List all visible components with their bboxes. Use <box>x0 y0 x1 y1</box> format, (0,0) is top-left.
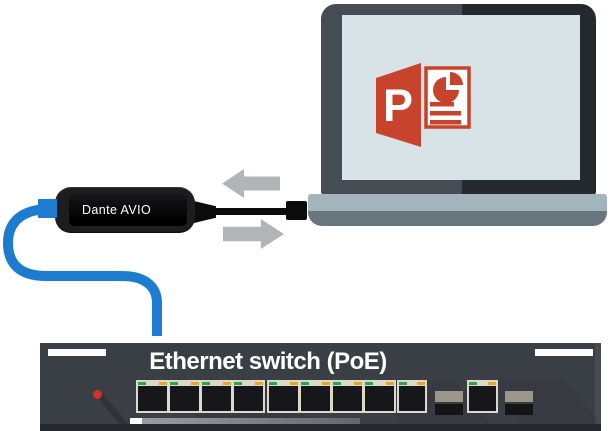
right-arrow-icon <box>223 219 284 249</box>
ethernet-port <box>234 382 263 411</box>
adapter-label: Dante AVIO <box>82 203 152 217</box>
activity-led <box>159 382 167 385</box>
powerpoint-icon: P <box>376 63 471 147</box>
switch-bottom-edge <box>40 424 601 431</box>
port-opening <box>333 386 362 411</box>
port-opening <box>138 386 167 411</box>
port-led-row <box>333 382 362 386</box>
left-arrow-icon <box>222 169 280 198</box>
ethernet-port <box>333 382 362 411</box>
ethernet-port <box>301 382 330 411</box>
port-led-row <box>170 382 199 386</box>
port-opening <box>269 386 298 411</box>
activity-led <box>191 382 199 385</box>
power-led <box>93 390 102 399</box>
ethernet-port <box>170 382 199 411</box>
powerpoint-flag-shape <box>376 63 421 147</box>
port-opening <box>301 386 330 411</box>
link-led <box>469 382 477 385</box>
activity-led <box>223 382 231 385</box>
port-led-row <box>365 382 394 386</box>
activity-led <box>386 382 394 385</box>
activity-led <box>417 382 425 385</box>
uplink-port <box>397 380 427 413</box>
slide-text-line <box>430 120 461 125</box>
label-strip <box>130 418 360 424</box>
port-opening <box>234 386 263 411</box>
link-led <box>301 382 309 385</box>
slide-text-line <box>430 111 461 116</box>
port-opening <box>202 386 231 411</box>
port-group <box>136 380 265 413</box>
sfp-slot-cover <box>435 391 463 402</box>
ethernet-port <box>202 382 231 411</box>
vent-bar-right <box>535 349 593 356</box>
pie-chart-slice <box>450 72 463 85</box>
activity-led <box>255 382 263 385</box>
sfp-slot-cover <box>505 391 533 402</box>
port-led-row <box>138 382 167 386</box>
uplink-port <box>467 380 498 413</box>
activity-led <box>290 382 298 385</box>
port-led-row <box>202 382 231 386</box>
label-strip-notch <box>130 418 142 424</box>
sfp-slot-opening <box>435 404 463 415</box>
sfp-slot-opening <box>505 404 533 415</box>
port-opening <box>399 386 425 411</box>
ethernet-port <box>399 382 425 411</box>
ethernet-port <box>138 382 167 411</box>
switch-label: Ethernet switch (PoE) <box>149 348 387 375</box>
port-led-row <box>399 382 425 386</box>
switch-edge-highlight <box>595 343 601 431</box>
sfp-slot <box>435 391 463 415</box>
port-led-row <box>301 382 330 386</box>
laptop-screen: P <box>342 15 580 180</box>
ethernet-switch: Ethernet switch (PoE) <box>40 343 601 431</box>
activity-led <box>354 382 362 385</box>
link-led <box>269 382 277 385</box>
usb-plug <box>286 201 307 220</box>
vent-bar-left <box>48 349 106 356</box>
port-group <box>267 380 396 413</box>
link-led <box>365 382 373 385</box>
link-led <box>399 382 407 385</box>
port-opening <box>469 386 496 411</box>
slide-text-line <box>430 102 454 107</box>
link-led <box>234 382 242 385</box>
link-led <box>333 382 341 385</box>
activity-led <box>322 382 330 385</box>
port-opening <box>170 386 199 411</box>
ethernet-port <box>469 382 496 411</box>
port-opening <box>365 386 394 411</box>
link-led <box>202 382 210 385</box>
link-led <box>170 382 178 385</box>
link-led <box>138 382 146 385</box>
ethernet-plug <box>38 199 57 218</box>
port-led-row <box>234 382 263 386</box>
sfp-slot <box>505 391 533 415</box>
ethernet-port <box>365 382 394 411</box>
ethernet-port <box>269 382 298 411</box>
usb-cable <box>213 208 288 215</box>
activity-led <box>488 382 496 385</box>
cable-strain-relief <box>194 201 216 223</box>
powerpoint-letter: P <box>383 80 413 131</box>
port-led-row <box>269 382 298 386</box>
port-led-row <box>469 382 496 386</box>
adapter-face-panel: Dante AVIO <box>69 194 187 226</box>
laptop-base <box>308 194 607 226</box>
